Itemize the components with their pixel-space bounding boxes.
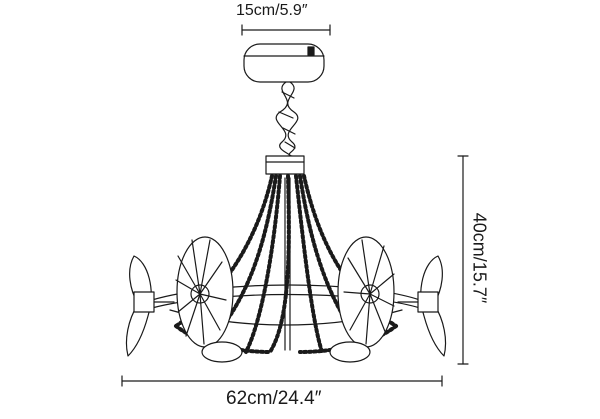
width-dimension-line [121,375,443,387]
top-dimension-line [241,24,331,36]
height-label: 40cm/15.7″ [469,212,490,304]
right-leaf-arm [397,255,447,357]
top-width-label: 15cm/5.9″ [236,2,308,19]
left-lotus-disc [175,236,243,363]
left-leaf-arm [125,255,175,357]
chain [275,81,299,157]
ceiling-canopy [243,43,325,83]
right-lotus-disc [329,236,395,363]
overall-width-label: 62cm/24.4″ [226,388,322,409]
height-dimension-line [457,155,469,365]
